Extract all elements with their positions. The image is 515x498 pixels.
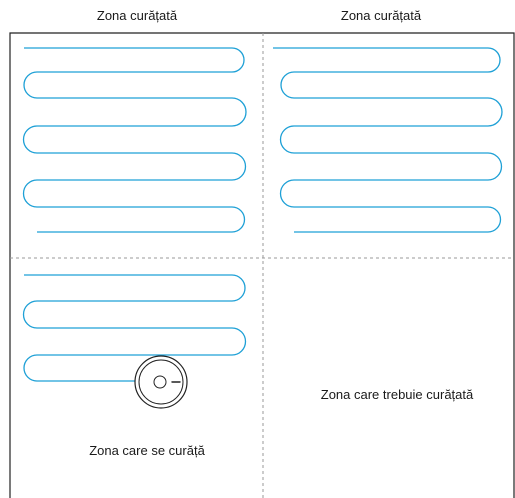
- cleaning-path-bottom-left: [22, 274, 247, 382]
- zone-label-bottom-right: Zona care trebuie curățată: [320, 387, 474, 402]
- room-border: [9, 32, 515, 498]
- cleaning-path-top-left: [22, 47, 247, 233]
- zone-label-bottom-left: Zona care se curăță: [89, 443, 205, 458]
- robot-vacuum-icon: [134, 355, 188, 409]
- cleaning-path-top-right: [273, 47, 503, 233]
- zone-label-top-left: Zona curățată: [96, 8, 178, 23]
- zone-label-top-right: Zona curățată: [340, 8, 422, 23]
